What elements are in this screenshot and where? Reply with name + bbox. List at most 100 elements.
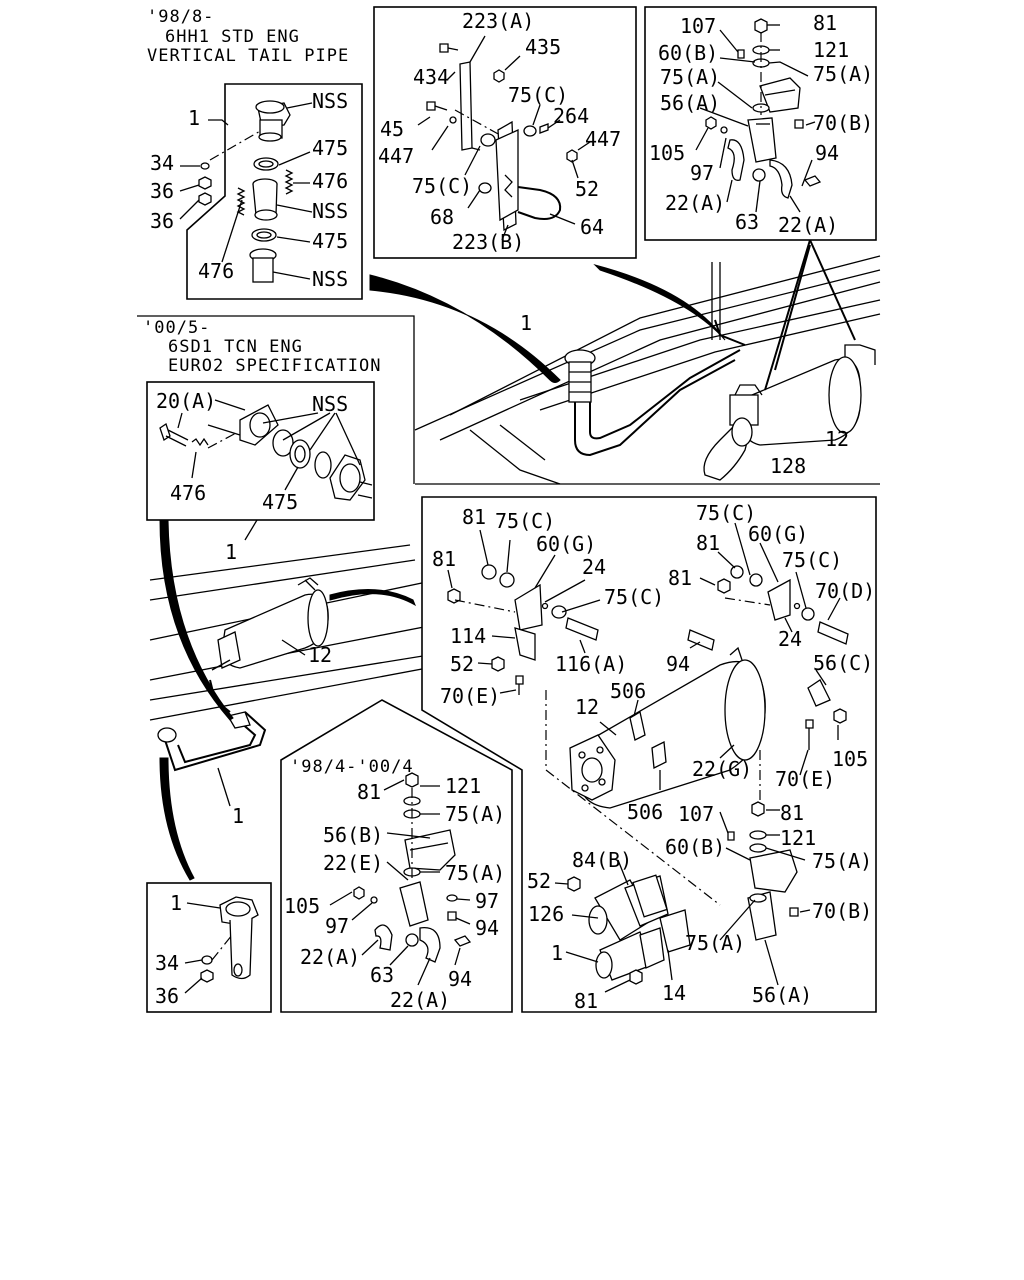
part-callout-bm-3: 56(B)	[323, 823, 383, 847]
part-callout-br-16: 24	[778, 627, 802, 651]
part-callout-br-31: 52	[527, 869, 551, 893]
part-callout-br-3: 81	[432, 547, 456, 571]
part-callout-br-12: 81	[696, 531, 720, 555]
part-callout-truck_top-0: 1	[520, 311, 532, 335]
part-callout-br-23: 70(E)	[775, 767, 835, 791]
part-callout-tc-9: 52	[575, 177, 599, 201]
part-callout-bm-13: 22(A)	[390, 988, 450, 1012]
part-callout-br-28: 60(B)	[665, 835, 725, 859]
part-callout-tr-5: 75(A)	[813, 62, 873, 86]
part-callout-tl-8: 476	[198, 259, 234, 283]
part-callout-tr-13: 22(A)	[778, 213, 838, 237]
part-callout-tr-10: 97	[690, 161, 714, 185]
part-callout-br-19: 506	[610, 679, 646, 703]
part-callout-tr-1: 81	[813, 11, 837, 35]
part-callout-tl-4: 36	[150, 209, 174, 233]
part-callout-bm-4: 22(E)	[323, 851, 383, 875]
part-callout-tc-10: 68	[430, 205, 454, 229]
part-callout-tr-7: 70(B)	[813, 111, 873, 135]
header-text-top_left-0: '98/8-	[147, 7, 214, 27]
part-callout-tr-0: 107	[680, 14, 716, 38]
box-top-right	[644, 6, 877, 241]
header-text-bottom_middle-0: '98/4-'00/4	[290, 757, 414, 777]
part-callout-tl-9: 475	[312, 229, 348, 253]
part-callout-tr-4: 75(A)	[660, 65, 720, 89]
part-callout-br-36: 14	[662, 981, 686, 1005]
part-callout-tc-11: 223(B)	[452, 230, 524, 254]
part-callout-bl-2: 36	[155, 984, 179, 1008]
part-callout-br-18: 56(C)	[813, 651, 873, 675]
part-callout-br-24: 506	[627, 800, 663, 824]
part-callout-tr-2: 60(B)	[658, 41, 718, 65]
part-callout-tc-3: 75(C)	[508, 83, 568, 107]
part-callout-br-11: 60(G)	[748, 522, 808, 546]
part-callout-truck_top-2: 128	[770, 454, 806, 478]
part-callout-bm-11: 63	[370, 963, 394, 987]
part-callout-br-5: 75(C)	[604, 585, 664, 609]
part-callout-tc-1: 435	[525, 35, 561, 59]
part-callout-br-34: 75(A)	[685, 931, 745, 955]
part-callout-br-22: 22(G)	[692, 757, 752, 781]
part-callout-br-6: 114	[450, 624, 486, 648]
box-bottom-right	[421, 496, 877, 1013]
header-text-mid_left-1: 6SD1 TCN ENG	[168, 337, 303, 357]
part-callout-tc-8: 75(C)	[412, 174, 472, 198]
part-callout-tc-6: 447	[378, 144, 414, 168]
part-callout-bl-0: 1	[170, 891, 182, 915]
part-callout-br-32: 70(B)	[812, 899, 872, 923]
part-callout-tl-2: 34	[150, 151, 174, 175]
part-callout-tr-3: 121	[813, 38, 849, 62]
part-callout-br-26: 81	[780, 801, 804, 825]
part-callout-ml-2: 476	[170, 481, 206, 505]
part-callout-br-27: 121	[780, 826, 816, 850]
box-top-center	[373, 6, 637, 259]
part-callout-tr-12: 63	[735, 210, 759, 234]
part-callout-ml-3: 475	[262, 490, 298, 514]
part-callout-tc-0: 223(A)	[462, 9, 534, 33]
part-callout-br-14: 81	[668, 566, 692, 590]
part-callout-bm-12: 94	[448, 967, 472, 991]
part-callout-br-30: 84(B)	[572, 848, 632, 872]
part-callout-bm-2: 75(A)	[445, 802, 505, 826]
part-callout-bm-1: 121	[445, 774, 481, 798]
box-top-left	[179, 83, 363, 300]
part-callout-tc-7: 447	[585, 127, 621, 151]
part-callout-tr-8: 105	[649, 141, 685, 165]
part-callout-br-1: 75(C)	[495, 509, 555, 533]
part-callout-br-21: 105	[832, 747, 868, 771]
part-callout-bm-9: 94	[475, 916, 499, 940]
part-callout-tc-4: 45	[380, 117, 404, 141]
part-callout-br-33: 126	[528, 902, 564, 926]
part-callout-br-9: 70(E)	[440, 684, 500, 708]
part-callout-bm-10: 22(A)	[300, 945, 360, 969]
part-callout-truck_top-1: 12	[825, 427, 849, 451]
part-callout-tr-9: 94	[815, 141, 839, 165]
part-callout-tc-5: 264	[553, 104, 589, 128]
truck-frame-upper	[369, 239, 881, 485]
part-callout-br-38: 56(A)	[752, 983, 812, 1007]
part-callout-br-2: 60(G)	[536, 532, 596, 556]
part-callout-br-8: 52	[450, 652, 474, 676]
part-callout-br-29: 75(A)	[812, 849, 872, 873]
part-callout-br-4: 24	[582, 555, 606, 579]
part-callout-br-35: 1	[551, 941, 563, 965]
part-callout-bm-7: 97	[325, 914, 349, 938]
part-callout-tl-10: NSS	[312, 267, 348, 291]
part-callout-br-15: 70(D)	[815, 579, 875, 603]
part-callout-ml-0: 20(A)	[156, 389, 216, 413]
part-callout-br-20: 12	[575, 695, 599, 719]
part-callout-tl-6: 476	[312, 169, 348, 193]
header-text-mid_left-2: EURO2 SPECIFICATION	[168, 356, 381, 376]
part-callout-br-17: 94	[666, 652, 690, 676]
part-callout-tr-11: 22(A)	[665, 191, 725, 215]
part-callout-tl-3: 36	[150, 179, 174, 203]
header-text-top_left-2: VERTICAL TAIL PIPE	[147, 46, 349, 66]
part-callout-tl-1: NSS	[312, 89, 348, 113]
part-callout-truck_left-1: 1	[232, 804, 244, 828]
part-callout-br-25: 107	[678, 802, 714, 826]
part-callout-br-37: 81	[574, 989, 598, 1013]
part-callout-br-13: 75(C)	[782, 548, 842, 572]
part-callout-tr-6: 56(A)	[660, 91, 720, 115]
part-callout-br-0: 81	[462, 505, 486, 529]
